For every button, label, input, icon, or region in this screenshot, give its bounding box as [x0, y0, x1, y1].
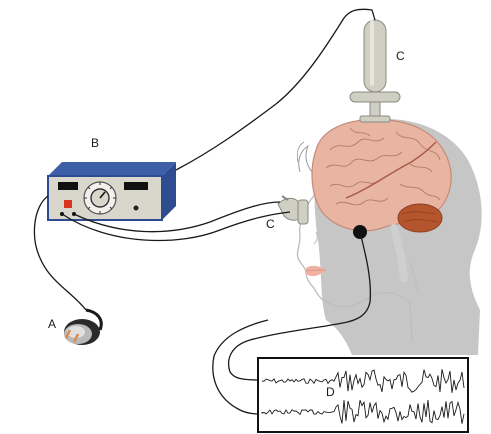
label-b: B: [91, 136, 99, 150]
stimulator-device: [48, 162, 176, 220]
power-switch-icon: [64, 200, 72, 208]
top-electrode: [350, 20, 400, 122]
dial-icon: [84, 182, 116, 214]
label-d: D: [326, 385, 335, 399]
hair: [297, 142, 312, 172]
label-c-top: C: [396, 49, 405, 63]
plug-icon: [64, 310, 101, 345]
eeg-panel: [258, 358, 468, 432]
cerebellum: [398, 204, 442, 232]
label-c-temple: C: [266, 217, 275, 231]
label-a: A: [48, 317, 56, 331]
temple-electrode: [278, 196, 308, 224]
